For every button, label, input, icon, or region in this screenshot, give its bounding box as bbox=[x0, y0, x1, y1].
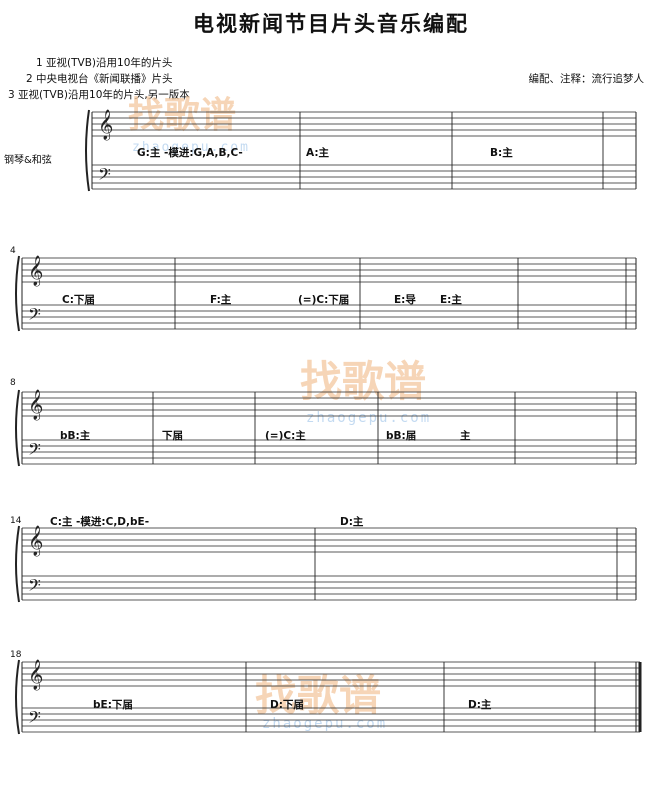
chord-label: F:主 bbox=[210, 294, 232, 306]
watermark-logo-3: 找歌谱 bbox=[255, 671, 382, 720]
watermark-site-2: zhaogepu.com bbox=[306, 410, 432, 426]
measure-number: 8 bbox=[10, 378, 16, 388]
chord-label: C:主 -模进:C,D,bE- bbox=[50, 516, 150, 528]
chord-label: C:下届 bbox=[62, 294, 95, 306]
treble-clef: 𝄞 bbox=[98, 109, 113, 141]
watermark-site-1: zhaogepu.com bbox=[132, 140, 250, 155]
measure-number: 18 bbox=[10, 650, 22, 660]
brace bbox=[15, 525, 20, 603]
chord-label: bB:届 bbox=[386, 430, 417, 442]
bass-clef: 𝄢 bbox=[28, 575, 41, 599]
chord-label: bB:主 bbox=[60, 430, 91, 442]
measure-number: 14 bbox=[10, 516, 22, 526]
chord-label: D:主 bbox=[340, 516, 364, 528]
instrument-label: 钢琴&和弦 bbox=[4, 155, 52, 166]
chord-label: 下届 bbox=[162, 430, 183, 442]
bass-clef: 𝄢 bbox=[28, 304, 41, 328]
treble-clef: 𝄞 bbox=[28, 659, 43, 691]
chord-label: A:主 bbox=[306, 147, 330, 159]
score-title: 电视新闻节目片头音乐编配 bbox=[193, 12, 469, 36]
watermark-logo-1: 找歌谱 bbox=[128, 95, 237, 136]
bass-clef: 𝄢 bbox=[28, 439, 41, 463]
arranger-credit: 编配、注释：流行追梦人 bbox=[528, 73, 645, 85]
treble-clef: 𝄞 bbox=[28, 389, 43, 421]
brace bbox=[15, 255, 20, 332]
source-note-1: 1 亚视(TVB)沿用10年的片头 bbox=[36, 57, 173, 69]
measure-number: 4 bbox=[10, 246, 16, 256]
source-note-3: 3 亚视(TVB)沿用10年的片头,另一版本 bbox=[8, 89, 190, 101]
chord-label: (=)C:下届 bbox=[298, 294, 350, 306]
source-note-2: 2 中央电视台《新闻联播》片头 bbox=[26, 73, 173, 85]
treble-clef: 𝄞 bbox=[28, 255, 43, 287]
chord-label: (=)C:主 bbox=[265, 430, 306, 442]
brace bbox=[15, 659, 20, 735]
brace bbox=[15, 389, 20, 467]
bass-clef: 𝄢 bbox=[98, 164, 111, 188]
bass-clef: 𝄢 bbox=[28, 707, 41, 731]
chord-label: 主 bbox=[460, 430, 471, 442]
chord-label: E:导 bbox=[394, 294, 416, 306]
chord-label: B:主 bbox=[490, 147, 513, 159]
brace bbox=[85, 109, 90, 192]
treble-clef: 𝄞 bbox=[28, 525, 43, 557]
chord-label: G:主 -模进:G,A,B,C- bbox=[137, 147, 243, 159]
chord-label: E:主 bbox=[440, 294, 462, 306]
